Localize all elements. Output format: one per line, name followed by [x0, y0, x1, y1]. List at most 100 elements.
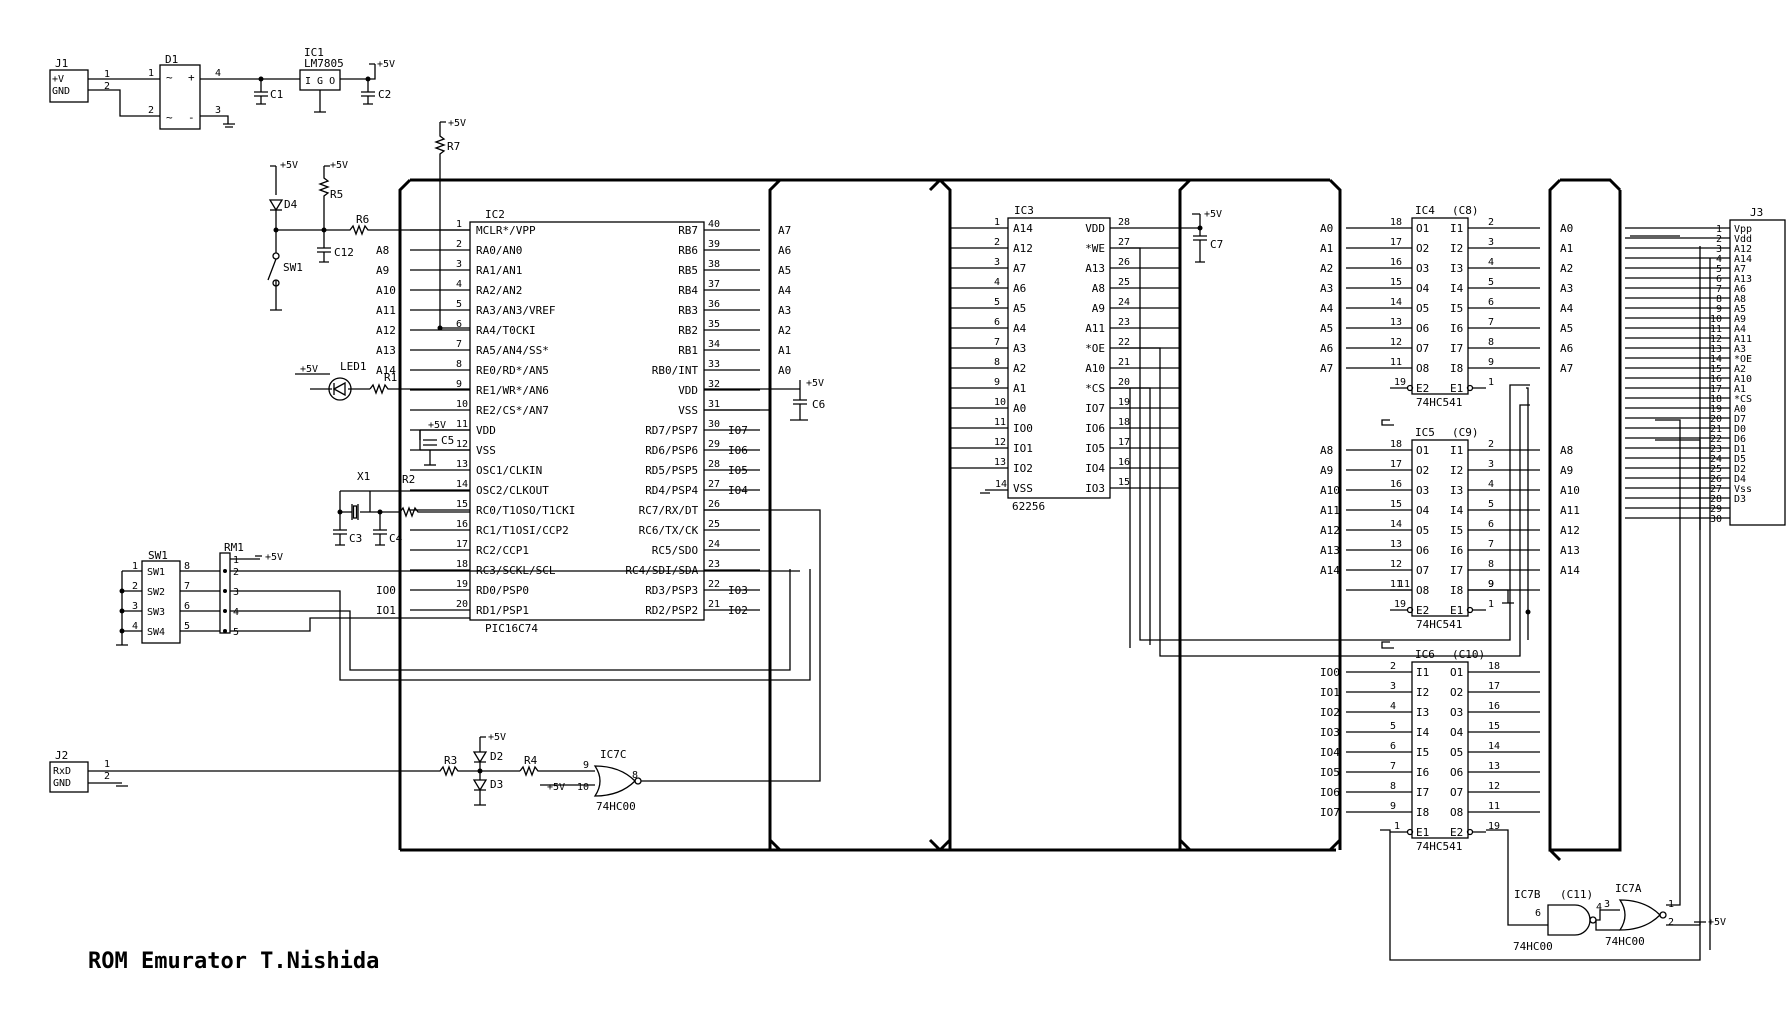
buffer-pin-label: I7 [1450, 342, 1463, 355]
j3-pin-label: *CS [1734, 394, 1752, 405]
j3-pin-num: 14 [1710, 354, 1722, 365]
j3-pin-num: 3 [1716, 244, 1722, 255]
buffer-pin-label: I5 [1450, 524, 1463, 537]
supply-label-ic1: +5V [377, 59, 395, 70]
ic2-pin-num: 9 [456, 379, 462, 390]
buffer-pin-num: 8 [1390, 781, 1396, 792]
j3-pin-label: D6 [1734, 434, 1746, 445]
ic7c-pin10: 10 [577, 782, 589, 793]
buffer-pin-label: O7 [1416, 342, 1429, 355]
j3-pin-num: 22 [1710, 434, 1722, 445]
ic3-pin-num: 6 [994, 317, 1000, 328]
dip-pin-num: 3 [132, 601, 138, 612]
ic7b-pin4: 4 [1596, 902, 1602, 913]
j3-pin-num: 7 [1716, 284, 1722, 295]
ic2-pin-num: 5 [456, 299, 462, 310]
supply-label-led: +5V [300, 364, 318, 375]
ic2-pin-label: RB5 [678, 264, 698, 277]
ic3-pin-label: A2 [1013, 362, 1026, 375]
svg-text:~: ~ [166, 111, 173, 124]
j3-pin-label: A9 [1734, 314, 1746, 325]
buffer-pin-num: 8 [1488, 559, 1494, 570]
ic2-right-net: IO4 [728, 484, 748, 497]
connector-j2 [49, 761, 89, 793]
buffer-pin-num: 15 [1390, 277, 1402, 288]
buffer-pin-num: 12 [1390, 559, 1402, 570]
ic3-pin-label: IO7 [1085, 402, 1105, 415]
buffer-pin-num: 13 [1390, 539, 1402, 550]
buffer-enable-label: E1 [1450, 382, 1463, 395]
ic2-pin-num: 14 [456, 479, 468, 490]
ic3-pin-label: A0 [1013, 402, 1026, 415]
ic7c-ref: IC7C [600, 748, 627, 761]
svg-text:-: - [188, 111, 195, 124]
buffer-pin-num: 18 [1390, 217, 1402, 228]
buffer-pin-num: 6 [1390, 741, 1396, 752]
ic2-body [469, 221, 705, 621]
buffer-enable-num: 19 [1394, 377, 1406, 388]
ic3-pin-num: 20 [1118, 377, 1130, 388]
rm1-ref: RM1 [224, 541, 244, 554]
ic3-pin-num: 1 [994, 217, 1000, 228]
ic2-left-net: A11 [376, 304, 396, 317]
rxd-section: J2 RxD GND 1 2 R3 +5V D2 D3 R4 +5V 9 10 … [49, 509, 821, 813]
buffer-left-net: A5 [1320, 322, 1333, 335]
x1-label: X1 [357, 470, 370, 483]
ic3-pin-num: 11 [994, 417, 1006, 428]
ic3-pin-label: IO5 [1085, 442, 1105, 455]
c5-label: C5 [441, 434, 454, 447]
ic2-pin-label: RD4/PSP4 [645, 484, 698, 497]
buffer-pin-num: 14 [1488, 741, 1500, 752]
ic2-pin-label: RB1 [678, 344, 698, 357]
c6-label: C6 [812, 398, 825, 411]
ic5-pin11: 11 [1398, 579, 1410, 590]
j3-pin-label: Vpp [1734, 224, 1752, 235]
buffer-pin-num: 14 [1390, 519, 1402, 530]
buffer-pin-num: 4 [1390, 701, 1396, 712]
supply-label-c5: +5V [428, 420, 446, 431]
ic6-loc: (C10) [1452, 648, 1485, 661]
bridge-rectifier-d1 [159, 64, 201, 130]
c1-label: C1 [270, 88, 283, 101]
dip-pin-num: 6 [184, 601, 190, 612]
dip-sw-1: SW1 [147, 567, 165, 578]
ic2-pin-num: 12 [456, 439, 468, 450]
supply-label-c6: +5V [806, 378, 824, 389]
buffer-pin-label: O2 [1450, 686, 1463, 699]
buffer-pin-label: O8 [1416, 584, 1429, 597]
ic5-body [1411, 439, 1469, 617]
buffer-pin-num: 2 [1488, 217, 1494, 228]
dip-sw-3: SW3 [147, 607, 165, 618]
j3-pin-num: 27 [1710, 484, 1722, 495]
j3-pin-num: 6 [1716, 274, 1722, 285]
supply-label-rm1: +5V [265, 552, 283, 563]
ic2-left-net: A12 [376, 324, 396, 337]
buffer-pin-label: I4 [1416, 726, 1430, 739]
buffer-pin-label: I5 [1450, 302, 1463, 315]
j3-pin-label: A7 [1734, 264, 1746, 275]
ic3-pin-label: A13 [1085, 262, 1105, 275]
j1-pin2-num: 2 [104, 81, 110, 92]
ic2-pin-label: RC0/T1OSO/T1CKI [476, 504, 575, 517]
svg-text:+: + [188, 71, 195, 84]
buffer-pin-num: 6 [1488, 519, 1494, 530]
d1-pin1: 1 [148, 68, 154, 79]
ic4-type: 74HC541 [1416, 396, 1462, 409]
ic3-pin-num: 8 [994, 357, 1000, 368]
ic7-gates: IC7B (C11) 74HC00 6 4 IC7A 74HC00 1 2 3 … [1513, 419, 1726, 953]
ic3-pin-label: VSS [1013, 482, 1033, 495]
ic3-pin-label: A7 [1013, 262, 1026, 275]
j3-pin-num: 17 [1710, 384, 1722, 395]
ic2-right-net: A0 [778, 364, 791, 377]
ic3-pin-label: *OE [1085, 342, 1105, 355]
ic2-pin-label: RC5/SDO [652, 544, 698, 557]
ic2-pin-num: 1 [456, 219, 462, 230]
ic2-pin-num: 23 [708, 559, 720, 570]
ic7a-pin3: 3 [1604, 899, 1610, 910]
r3-label: R3 [444, 754, 457, 767]
buffer-pin-num: 5 [1488, 499, 1494, 510]
ic2-pin-label: MCLR*/VPP [476, 224, 536, 237]
ic3-pin-num: 22 [1118, 337, 1130, 348]
buffer-right-net: A14 [1560, 564, 1580, 577]
ic2-pin-label: RB6 [678, 244, 698, 257]
